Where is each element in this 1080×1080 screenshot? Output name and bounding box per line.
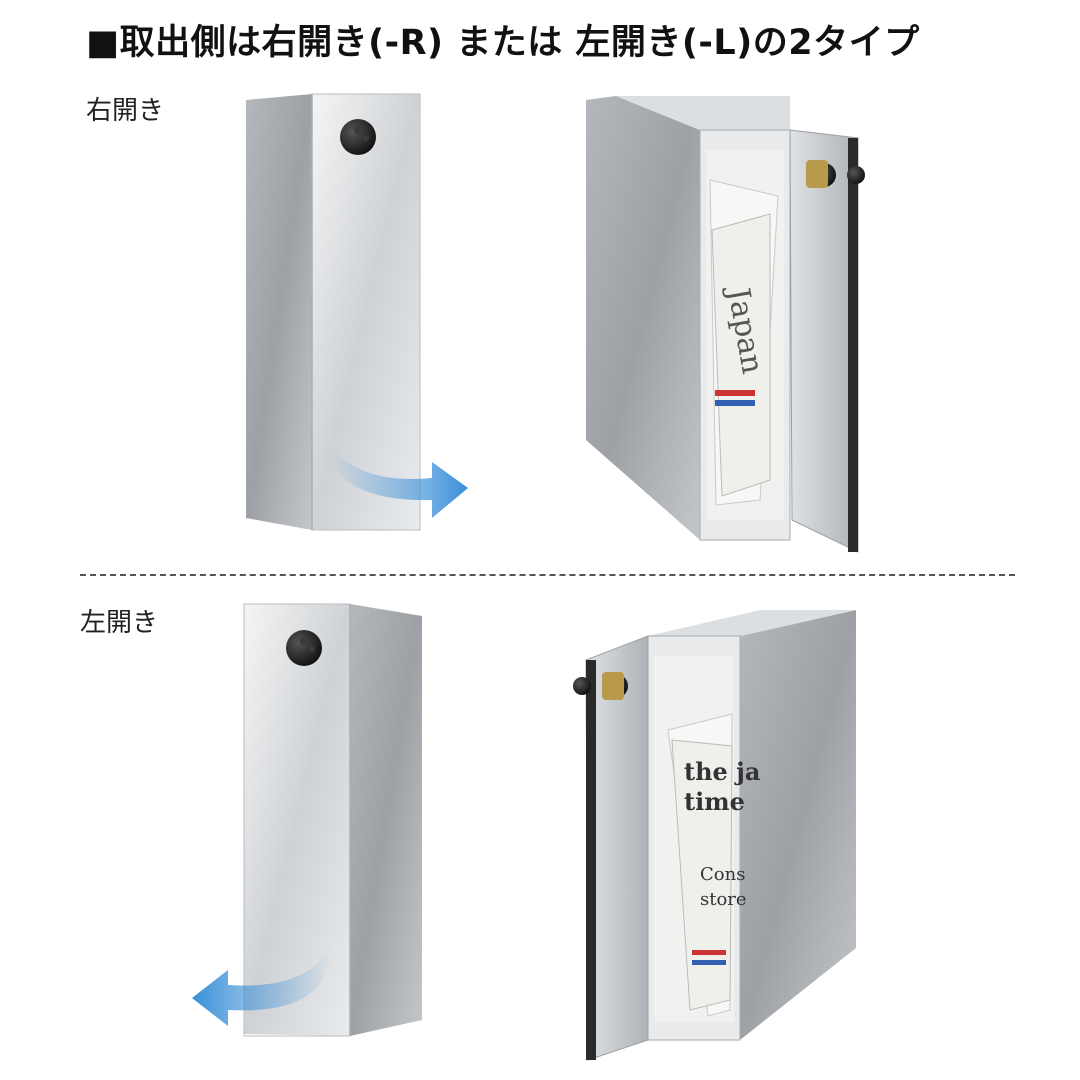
dial-lock-icon — [340, 119, 376, 155]
page-title: ■取出側は右開き(-R) または 左開き(-L)の2タイプ — [86, 23, 920, 63]
key-lock-icon — [573, 672, 628, 700]
open-direction-arrow-icon — [330, 445, 468, 518]
closed-box-right-open — [246, 93, 468, 531]
section-divider — [80, 574, 1015, 576]
key-lock-icon — [806, 160, 865, 188]
open-direction-arrow-icon — [192, 945, 330, 1026]
closed-box-left-open — [192, 603, 422, 1037]
svg-text:store: store — [700, 889, 747, 910]
left-open-label: 左開き — [80, 608, 159, 638]
dial-lock-icon — [286, 630, 322, 666]
svg-text:time: time — [684, 787, 745, 816]
svg-text:the ja: the ja — [684, 757, 760, 786]
open-box-left-open: the ja time Cons store — [573, 610, 856, 1061]
open-box-right-open: Japan — [586, 96, 865, 553]
right-open-label: 右開き — [86, 96, 165, 126]
svg-text:Cons: Cons — [700, 864, 745, 885]
